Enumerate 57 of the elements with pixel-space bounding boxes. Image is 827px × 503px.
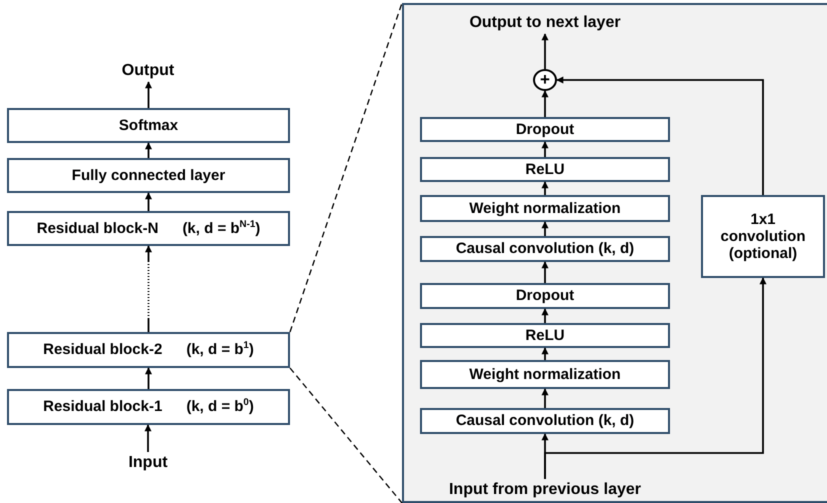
arrow [145,245,152,332]
plus-sign: + [540,70,550,90]
arrow [542,347,548,360]
layer-box [420,408,670,434]
arrow [542,33,548,69]
layer-label: (k, d = b$^{1}$) [186,341,254,359]
layer-label: (k, d = b$^{N-1}$) [182,220,260,238]
arrow [145,81,152,108]
layer-box [420,157,670,182]
layer-label: Causal convolution (k, d) [456,240,634,258]
output-label: Output [98,60,198,82]
layer-label: Causal convolution (k, d) [456,412,634,430]
arrow [542,221,548,236]
layer-box [420,360,670,389]
layer-label: Softmax [118,116,178,134]
residual-block-box [7,389,290,425]
zoom-line [290,368,402,503]
input-label: Input [108,452,188,474]
layer-label: Weight normalization [469,366,621,384]
arrow [542,141,548,157]
layer-box [420,323,670,348]
layer-label: 1x1 convolution (optional) [720,210,806,262]
arrow [145,142,152,158]
arrow [556,76,764,195]
layer-label: Dropout [516,287,574,305]
layer-label: Fully connected layer [72,166,226,184]
arrow [542,261,548,283]
layer-box [420,195,670,222]
layer-label: Weight normalization [469,200,621,218]
layer-box [7,108,290,143]
layer-label: ReLU [525,326,565,344]
arrow [144,424,152,452]
residual-block-box [7,332,290,368]
arrow [145,192,152,211]
layer-label: Residual block-1 [43,398,162,416]
layer-label: Residual block-N [36,220,158,238]
layer-label: Residual block-2 [43,341,162,359]
output-label: Output to next layer [445,12,645,34]
sum-node [533,69,557,91]
arrow [542,181,548,195]
arrow [542,308,548,323]
arrow [544,277,766,479]
arrow [542,388,548,408]
arrow [542,90,548,117]
input-label: Input from previous layer [425,479,665,501]
residual-block-box [7,211,290,246]
arrow [145,367,152,389]
convolution-box [701,195,825,278]
layer-label: (k, d = b$^{0}$) [186,398,254,416]
layer-label: Dropout [516,120,574,138]
layer-box [420,236,670,262]
layer-label: ReLU [525,160,565,178]
layer-box [420,117,670,142]
layer-box [7,158,290,193]
residual-block-panel [402,3,827,503]
zoom-line [289,2,403,332]
layer-box [420,283,670,309]
